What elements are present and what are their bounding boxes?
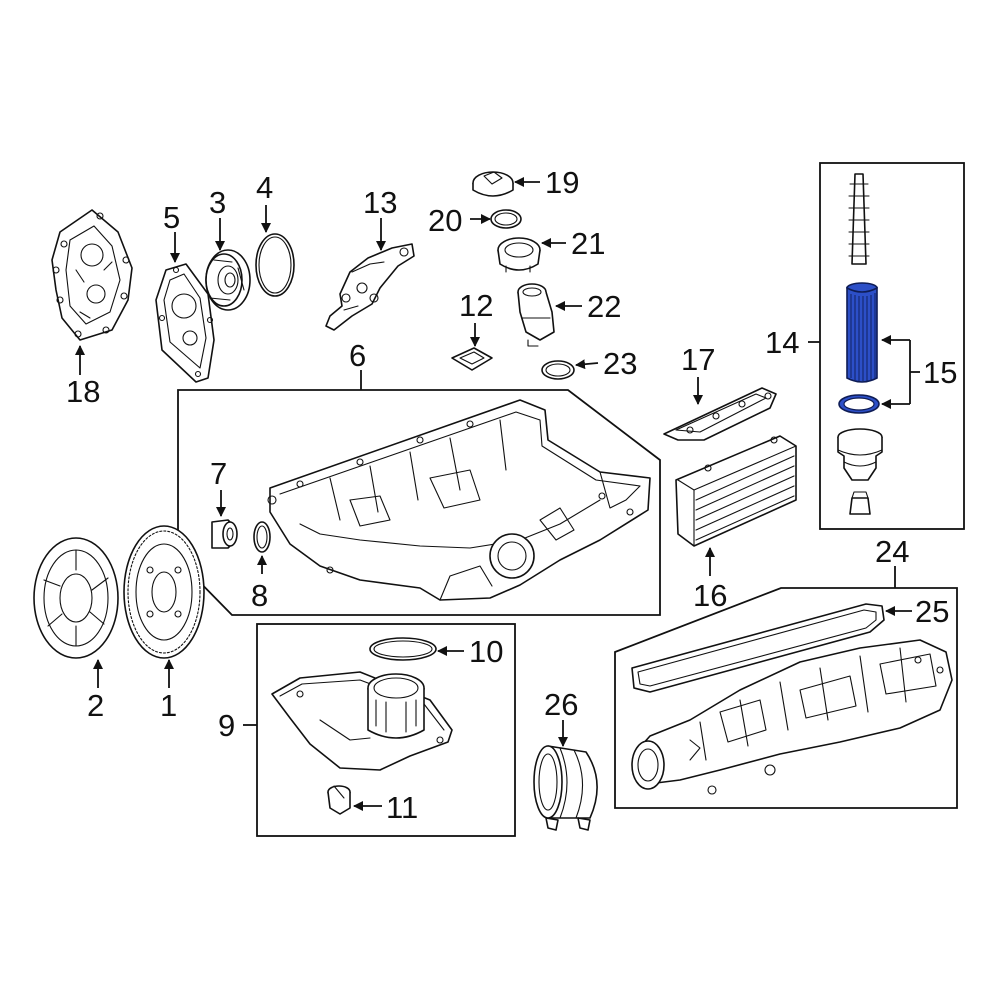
part-6-oil-pan-upper[interactable] — [267, 399, 651, 601]
callout-18: 18 — [66, 374, 100, 409]
callout-7: 7 — [210, 456, 227, 491]
callout-4: 4 — [256, 170, 273, 205]
part-12-gasket[interactable] — [451, 347, 493, 371]
part-26-intake-hose[interactable] — [533, 745, 598, 831]
callout-5: 5 — [163, 200, 180, 235]
group-box-24 — [614, 587, 958, 809]
callout-16: 16 — [693, 578, 727, 613]
part-3-pump-pulley[interactable] — [205, 249, 251, 311]
callout-21: 21 — [571, 226, 605, 261]
part-14-filter-assembly[interactable] — [837, 173, 883, 515]
part-9-oil-pan-lower[interactable] — [271, 671, 453, 771]
callout-11: 11 — [386, 790, 418, 825]
part-16-oil-cooler[interactable] — [675, 435, 797, 547]
callout-25: 25 — [915, 594, 949, 629]
part-20-seal-ring[interactable] — [490, 209, 522, 229]
part-5-cover-gasket[interactable] — [155, 263, 215, 383]
part-1-flywheel[interactable] — [123, 525, 205, 659]
callout-15: 15 — [923, 355, 957, 390]
group-box-9 — [256, 623, 516, 837]
callout-6: 6 — [349, 338, 366, 373]
leader-23 — [575, 359, 599, 370]
part-7-drain-plug[interactable] — [211, 519, 238, 549]
part-8-washer[interactable] — [253, 521, 271, 553]
callout-2: 2 — [87, 688, 104, 723]
part-10-o-ring[interactable] — [369, 637, 437, 661]
part-22-filler-tube[interactable] — [517, 283, 555, 347]
part-21-filler-neck[interactable] — [497, 237, 541, 273]
callout-22: 22 — [587, 289, 621, 324]
part-13-mounting-bracket[interactable] — [325, 243, 415, 331]
callout-20: 20 — [428, 203, 462, 238]
callout-10: 10 — [469, 634, 503, 669]
callout-24: 24 — [875, 534, 909, 569]
callout-23: 23 — [603, 346, 637, 381]
part-23-seal[interactable] — [541, 360, 575, 380]
part-25-intake-gasket[interactable] — [631, 603, 885, 693]
group-box-14 — [819, 162, 965, 530]
callout-13: 13 — [363, 185, 397, 220]
callout-8: 8 — [251, 578, 268, 613]
callout-3: 3 — [209, 185, 226, 220]
part-17-cooler-gasket[interactable] — [663, 387, 777, 441]
part-2-flex-plate[interactable] — [33, 537, 119, 659]
callout-9: 9 — [218, 708, 235, 743]
part-15-oil-filter-element[interactable] — [838, 282, 880, 414]
part-19-filler-cap[interactable] — [472, 171, 514, 197]
part-18-timing-cover[interactable] — [51, 209, 133, 341]
callout-14: 14 — [765, 325, 799, 360]
callout-26: 26 — [544, 687, 578, 722]
part-11-drain-plug[interactable] — [327, 785, 351, 815]
part-4-o-ring[interactable] — [255, 233, 295, 297]
callout-12: 12 — [459, 288, 493, 323]
callout-19: 19 — [545, 165, 579, 200]
callout-17: 17 — [681, 342, 715, 377]
callout-1: 1 — [160, 688, 177, 723]
part-24-intake-manifold[interactable] — [631, 639, 953, 795]
